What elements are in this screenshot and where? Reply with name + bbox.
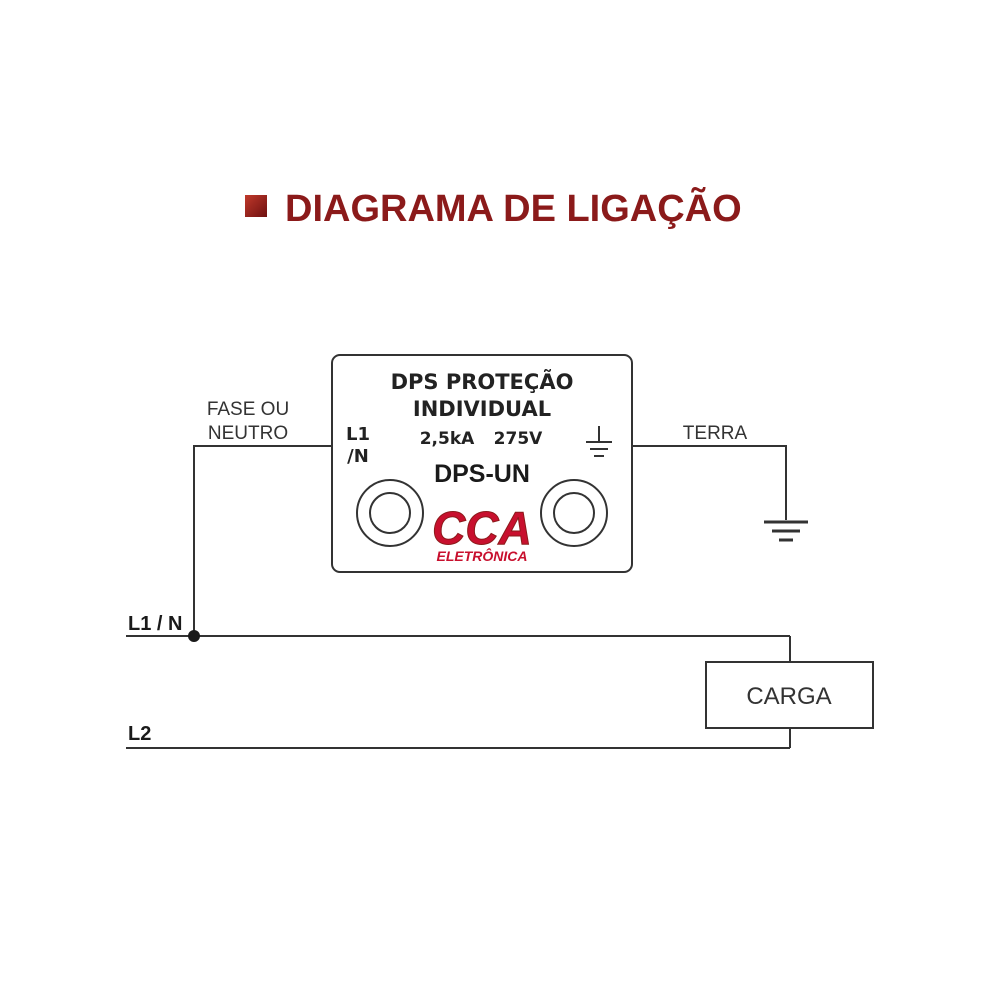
line-l1-label: L1 / N [128,613,182,635]
square-bullet-icon [245,195,267,217]
device-spec-voltage: 275V [494,429,543,449]
logo-brand: CCA [432,502,532,554]
ground-icon [764,520,808,542]
load-label: CARGA [746,683,831,710]
wire-earth [632,445,787,520]
earth-label: TERRA [683,423,748,444]
line-l2-label: L2 [128,723,151,745]
device-spec-current: 2,5kA [420,429,475,449]
terminal-left-label-line2: /N [347,446,369,467]
terminal-left-screw [356,479,424,547]
phase-label-line1: FASE OU [207,399,289,420]
device-model: DPS-UN [434,460,530,488]
dps-device: DPS PROTEÇÃO INDIVIDUAL 2,5kA 275V DPS-U… [331,354,633,573]
logo-tagline: ELETRÔNICA [437,547,528,564]
terminal-left-label-line1: L1 [346,424,370,445]
junction-dot [188,630,200,642]
terminal-right-screw [540,479,608,547]
wire-phase-to-device [193,445,332,636]
load-box: CARGA [705,661,874,729]
ground-icon [586,426,612,457]
device-name-line1: DPS PROTEÇÃO [391,369,574,394]
device-name-line2: INDIVIDUAL [413,397,551,421]
brand-logo: CCA ELETRÔNICA [432,502,533,565]
diagram-title: DIAGRAMA DE LIGAÇÃO [285,186,742,230]
phase-label-line2: NEUTRO [208,423,288,444]
load-box-frame [705,661,874,729]
